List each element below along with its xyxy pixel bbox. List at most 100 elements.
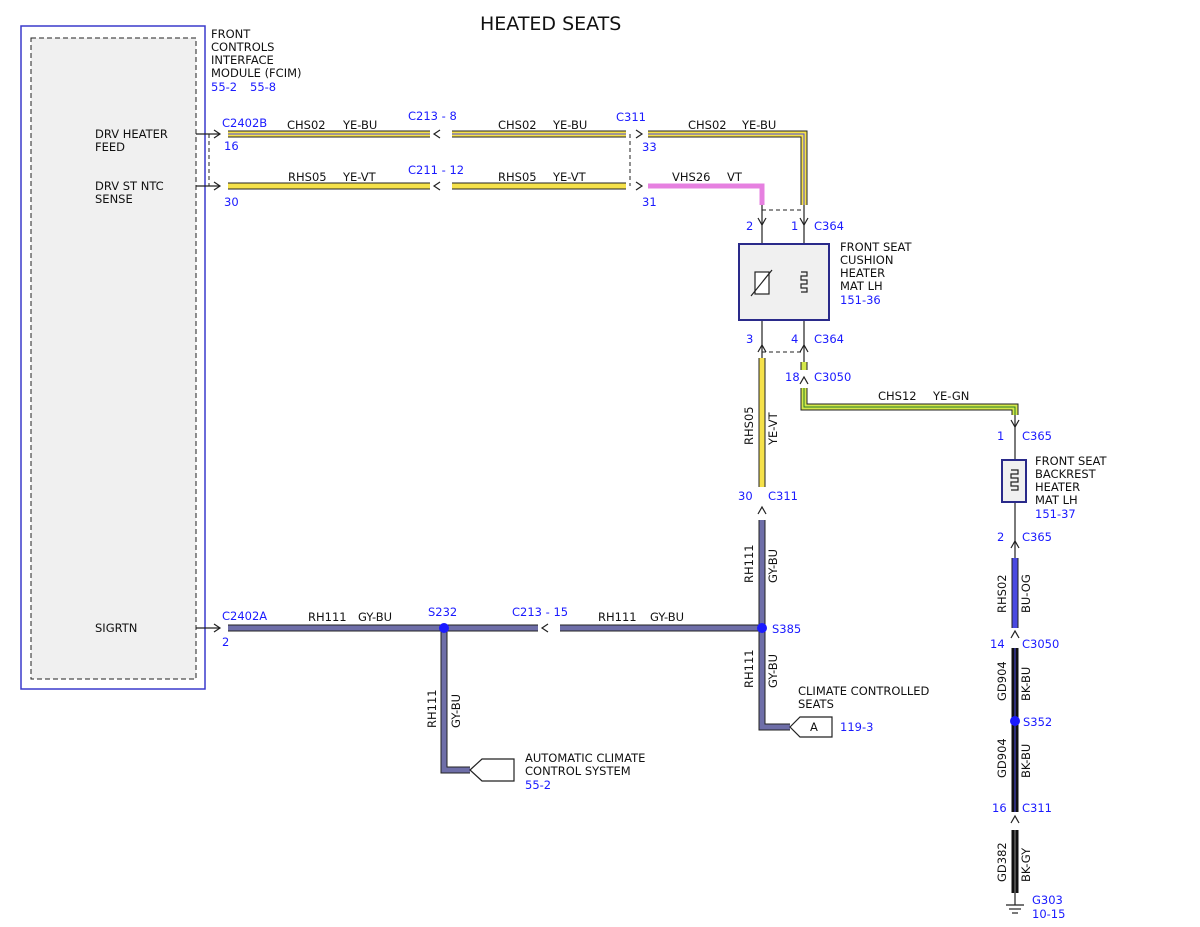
wire-labels-vertical: RHS05 YE-VT RH111 GY-BU RH111 GY-BU RH11…: [425, 406, 1033, 882]
splice-s352-dot: [1010, 716, 1020, 726]
c3050-pin18: 18: [785, 370, 800, 384]
module-name-line-3: INTERFACE: [211, 53, 274, 67]
connector-chevrons: [432, 129, 1020, 824]
pin-16: 16: [224, 139, 239, 153]
acc-reference: AUTOMATIC CLIMATE CONTROL SYSTEM 55-2: [469, 751, 645, 792]
chs12-circuit: CHS12: [878, 389, 917, 403]
module-name-line-4: MODULE (FCIM): [211, 66, 302, 80]
connector-c2402a: C2402A: [222, 609, 267, 623]
rhs05-circuit-2: RHS05: [498, 170, 537, 184]
c364-pin3: 3: [746, 332, 753, 346]
splice-s385-dot: [757, 623, 767, 633]
gd382-vert-circuit: GD382: [995, 842, 1009, 882]
rh111-vert-circuit-2: RH111: [742, 649, 756, 688]
pin-label-drv-heater-feed-2: FEED: [95, 140, 125, 154]
module-pin-arrows: [196, 129, 222, 633]
c311-pin31: 31: [642, 195, 657, 209]
climate-seats-line-2: SEATS: [798, 697, 834, 711]
rhs05-vert-circuit: RHS05: [742, 406, 756, 445]
gd904-vert-color-1: BK-BU: [1019, 667, 1033, 701]
c213-15-label: C213 - 15: [512, 605, 568, 619]
c364-pin2: 2: [746, 219, 753, 233]
splice-s232-dot: [439, 623, 449, 633]
backrest-ref: 151-37: [1035, 507, 1076, 521]
connector-c2402b: C2402B: [222, 116, 267, 130]
c311-pin33: 33: [642, 140, 657, 154]
module-name-line-2: CONTROLS: [211, 40, 274, 54]
wire-vhs26: [648, 183, 765, 205]
rhs02-vert-color: BU-OG: [1019, 574, 1033, 613]
ground-g303: G303 10-15: [1006, 893, 1065, 921]
climate-seats-reference: A CLIMATE CONTROLLED SEATS 119-3: [789, 684, 930, 738]
backrest-heater-mat: FRONT SEAT BACKREST HEATER MAT LH 151-37: [1001, 454, 1107, 521]
c311-pin30: 30: [738, 489, 753, 503]
rhs05-circuit-1: RHS05: [288, 170, 327, 184]
c213-8-label: C213 - 8: [408, 109, 457, 123]
rh111-vert-color-1: GY-BU: [766, 549, 780, 583]
splice-s385-label: S385: [772, 622, 801, 636]
c364-pin4: 4: [791, 332, 798, 346]
c311-bottom-label: C311: [1022, 801, 1052, 815]
wire-rh111: [228, 520, 790, 774]
wire-chs12: [800, 362, 1019, 415]
cushion-line-3: HEATER: [840, 266, 885, 280]
acc-ref: 55-2: [525, 778, 551, 792]
backrest-line-3: HEATER: [1035, 480, 1080, 494]
gd904-vert-circuit-1: GD904: [995, 661, 1009, 701]
c364-bottom-label: C364: [814, 332, 844, 346]
pin-2: 2: [222, 635, 229, 649]
rh111-vert-circuit-1: RH111: [742, 544, 756, 583]
diagram-title: HEATED SEATS: [480, 13, 621, 35]
climate-seats-ref: 119-3: [840, 720, 873, 734]
inline-connector-labels: C213 - 8 C211 - 12 C213 - 15 C311 33 31 …: [408, 109, 1059, 815]
splice-s352-label: S352: [1023, 715, 1052, 729]
rh111-vert-color-2: GY-BU: [766, 654, 780, 688]
c3050-bottom-label: C3050: [1022, 637, 1059, 651]
chs12-color: YE-GN: [932, 389, 969, 403]
c365-pin1: 1: [997, 429, 1004, 443]
gd904-vert-circuit-2: GD904: [995, 738, 1009, 778]
chs02-circuit-2: CHS02: [498, 118, 537, 132]
cushion-line-2: CUSHION: [840, 253, 893, 267]
rhs05-color-1: YE-VT: [342, 170, 377, 184]
rh111-vert-circuit-3: RH111: [425, 689, 439, 728]
rhs05-vert-color: YE-VT: [766, 411, 780, 446]
acc-line-2: CONTROL SYSTEM: [525, 764, 631, 778]
thin-wires: [761, 205, 1016, 905]
chs02-circuit-3: CHS02: [688, 118, 727, 132]
connector-dashes: [629, 134, 804, 353]
rh111-circuit-2: RH111: [598, 610, 637, 624]
rh111-color-1: GY-BU: [358, 610, 392, 624]
climate-seats-line-1: CLIMATE CONTROLLED: [798, 684, 930, 698]
climate-seats-tag: A: [810, 720, 818, 734]
module-ref-2: 55-8: [250, 80, 276, 94]
rh111-color-2: GY-BU: [650, 610, 684, 624]
cushion-heater-mat: FRONT SEAT CUSHION HEATER MAT LH 151-36: [738, 240, 912, 321]
module-name-line-1: FRONT: [211, 27, 251, 41]
module-ref-1: 55-2: [211, 80, 237, 94]
pin-label-drv-st-ntc-2: SENSE: [95, 192, 133, 206]
cushion-line-1: FRONT SEAT: [840, 240, 912, 254]
c311-top-label: C311: [616, 110, 646, 124]
wire-labels-horizontal: CHS02 YE-BU CHS02 YE-BU CHS02 YE-BU RHS0…: [287, 118, 969, 624]
backrest-heater-element-icon: [1010, 469, 1019, 491]
c365-bottom-label: C365: [1022, 530, 1052, 544]
gd904-vert-color-2: BK-BU: [1019, 744, 1033, 778]
vhs26-color: VT: [727, 170, 743, 184]
c365-pin2: 2: [997, 530, 1004, 544]
fcim-module: FRONT CONTROLS INTERFACE MODULE (FCIM) 5…: [20, 25, 302, 690]
c364-top-label: C364: [814, 219, 844, 233]
chs02-color-1: YE-BU: [342, 118, 377, 132]
chs02-color-3: YE-BU: [741, 118, 776, 132]
acc-line-1: AUTOMATIC CLIMATE: [525, 751, 645, 765]
pin-label-drv-st-ntc-1: DRV ST NTC: [95, 179, 164, 193]
rhs05-color-2: YE-VT: [552, 170, 587, 184]
backrest-line-4: MAT LH: [1035, 493, 1078, 507]
c311-pin16: 16: [992, 801, 1007, 815]
c3050-pin14: 14: [990, 637, 1005, 651]
cushion-line-4: MAT LH: [840, 279, 883, 293]
splices: S232 S385 S352: [428, 605, 1052, 729]
module-inner-box: [30, 37, 197, 680]
ground-name: G303: [1032, 893, 1063, 907]
